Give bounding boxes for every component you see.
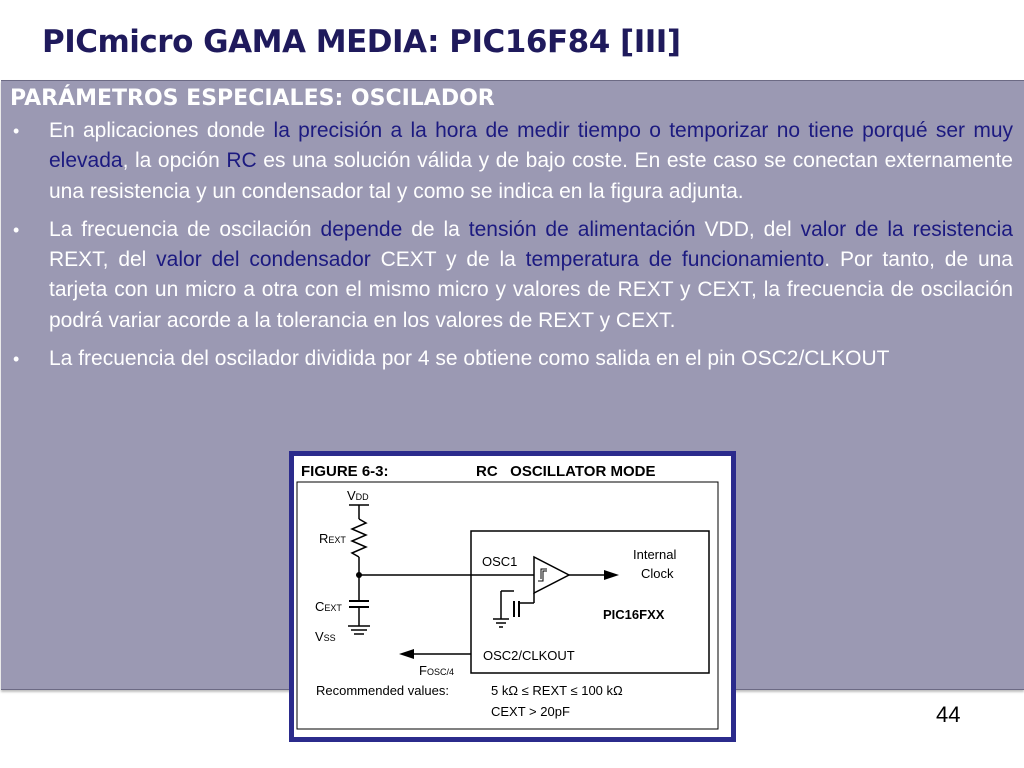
- chip-name: PIC16FXX: [603, 607, 665, 622]
- bullet-item: La frecuencia del oscilador dividida por…: [10, 344, 1013, 375]
- highlighted-text: RC: [226, 149, 257, 173]
- vdd-main: V: [347, 488, 356, 503]
- body-text: CEXT y de la: [370, 248, 526, 272]
- vss-label: VSS: [315, 629, 336, 644]
- rext-label: REXT: [319, 531, 346, 546]
- cext-range: CEXT > 20pF: [491, 704, 570, 719]
- body-text: VDD, del: [695, 217, 801, 241]
- vdd-label: VDD: [347, 488, 369, 503]
- rc-oscillator-figure: FIGURE 6-3: RC OSCILLATOR MODE VDD REXT …: [289, 451, 736, 742]
- cext-label: CEXT: [315, 599, 342, 614]
- internal-label: Internal: [633, 547, 676, 562]
- page-number: 44: [936, 702, 961, 727]
- bullet-list: En aplicaciones donde la precisión a la …: [10, 116, 1013, 375]
- fosc-sub: OSC/4: [427, 667, 454, 677]
- figure-frame: [296, 481, 719, 730]
- chip-outline: [470, 530, 710, 674]
- rext-sub: EXT: [328, 535, 346, 545]
- slide-title: PICmicro GAMA MEDIA: PIC16F84 [III]: [42, 24, 681, 60]
- highlighted-text: la precisión a la hora de medir tiempo o…: [49, 119, 1013, 173]
- figure-number: FIGURE 6-3:: [301, 463, 389, 480]
- schmitt-symbol: [538, 568, 547, 582]
- vss-sub: SS: [324, 633, 336, 643]
- body-text: La frecuencia de oscilación: [49, 217, 321, 241]
- figure-background: [294, 456, 731, 737]
- body-text: , la opción: [122, 149, 227, 173]
- body-text: En aplicaciones donde: [49, 119, 274, 142]
- fosc-main: F: [419, 663, 427, 678]
- fosc-label: FOSC/4: [419, 663, 454, 678]
- body-text: . Por tanto, de una tarjeta con un micro…: [49, 248, 1013, 332]
- highlighted-text: valor de la resistencia: [800, 217, 1013, 241]
- cext-sub: EXT: [324, 603, 342, 613]
- highlighted-text: temperatura de funcionamiento: [525, 248, 825, 272]
- highlighted-text: tensión de alimentación: [468, 217, 696, 241]
- body-text: REXT, del: [49, 248, 157, 272]
- body-text: de la: [402, 217, 469, 241]
- fosc-arrow: [399, 649, 414, 659]
- vss-main: V: [315, 629, 324, 644]
- body-text: La frecuencia del oscilador dividida por…: [49, 347, 890, 371]
- bullet-item: En aplicaciones donde la precisión a la …: [10, 116, 1013, 207]
- body-text: es una solución válida y de bajo coste. …: [49, 149, 1013, 203]
- highlighted-text: depende: [320, 217, 403, 241]
- highlighted-text: valor del condensador: [156, 248, 371, 272]
- recommended-label: Recommended values:: [316, 683, 449, 698]
- slide-content: PARÁMETROS ESPECIALES: OSCILADOR En apli…: [10, 84, 1013, 382]
- rext-range: 5 kΩ ≤ REXT ≤ 100 kΩ: [491, 683, 623, 698]
- cext-main: C: [315, 599, 324, 614]
- osc2-label: OSC2/CLKOUT: [483, 648, 575, 663]
- osc1-label: OSC1: [482, 554, 517, 569]
- clock-arrow: [604, 570, 619, 580]
- rext-main: R: [319, 531, 328, 546]
- clock-label: Clock: [641, 566, 674, 581]
- figure-title: RC OSCILLATOR MODE: [476, 463, 655, 480]
- rext-resistor: [350, 518, 368, 558]
- buffer-symbol: [533, 555, 571, 595]
- vdd-sub: DD: [356, 492, 369, 502]
- section-heading: PARÁMETROS ESPECIALES: OSCILADOR: [10, 86, 495, 111]
- bullet-item: La frecuencia de oscilación depende de l…: [10, 215, 1013, 336]
